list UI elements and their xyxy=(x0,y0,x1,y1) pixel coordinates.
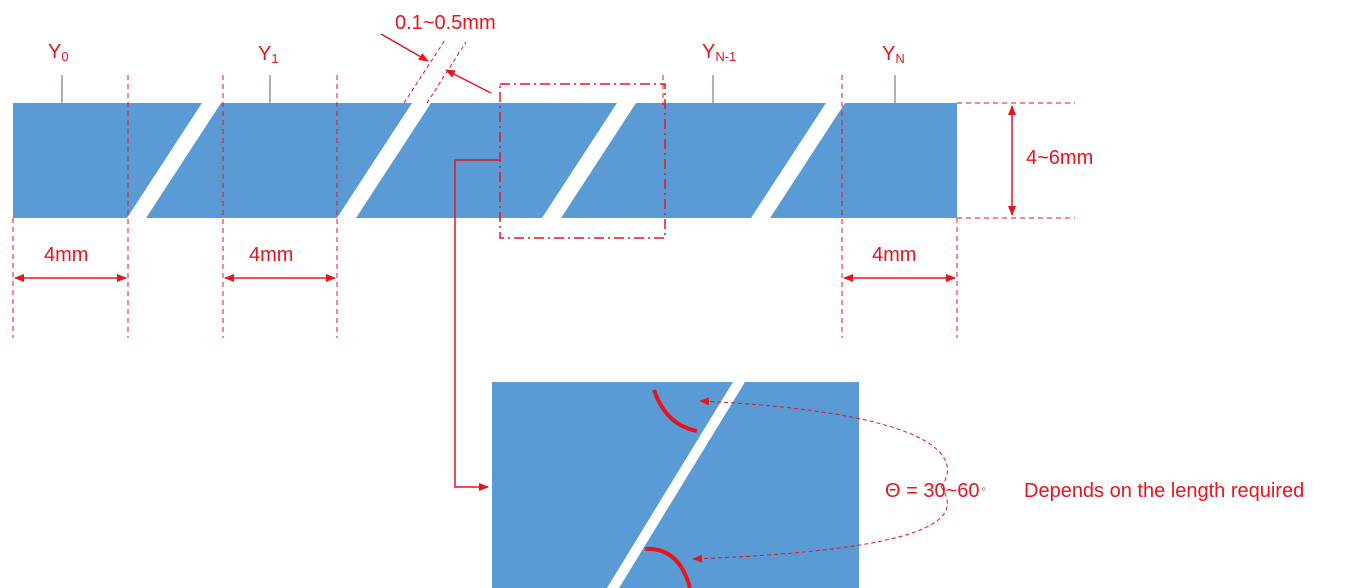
angle-label: Θ = 30~60◦ xyxy=(885,480,986,502)
gap-extension xyxy=(403,39,446,104)
gap-arrow-out xyxy=(445,69,492,94)
label-y1: Y1 xyxy=(258,43,279,66)
guide-lines xyxy=(12,75,1075,338)
label-y0: Y0 xyxy=(48,41,69,64)
slanted-gap xyxy=(337,103,431,218)
angle-callout-curve xyxy=(692,486,948,563)
width-label-second: 4mm xyxy=(249,244,293,266)
slanted-gap xyxy=(751,103,845,218)
angle-callout-curve xyxy=(699,397,948,488)
height-label: 4~6mm xyxy=(1026,147,1093,169)
gap-label: 0.1~0.5mm xyxy=(395,12,496,34)
angle-arc-top xyxy=(652,389,698,433)
slanted-gap xyxy=(542,103,636,218)
detail-slanted-gap xyxy=(607,382,745,588)
detail-leader-arrow xyxy=(454,159,500,491)
angle-note: Depends on the length required xyxy=(1024,480,1304,502)
gap-arrow-in xyxy=(380,33,429,62)
slanted-gap xyxy=(127,103,221,218)
angle-arc-bottom xyxy=(644,546,692,588)
detail-zoom-view xyxy=(492,382,859,588)
width-label-first: 4mm xyxy=(44,244,88,266)
detail-selection-box xyxy=(499,83,666,239)
gap-extension xyxy=(426,41,467,104)
label-yn: YN xyxy=(882,43,905,66)
label-yn-1: YN-1 xyxy=(702,41,736,64)
width-label-last: 4mm xyxy=(872,244,916,266)
gap-dimension xyxy=(380,33,492,104)
electrode-ticks xyxy=(61,75,896,103)
electrode-strip xyxy=(13,103,957,218)
